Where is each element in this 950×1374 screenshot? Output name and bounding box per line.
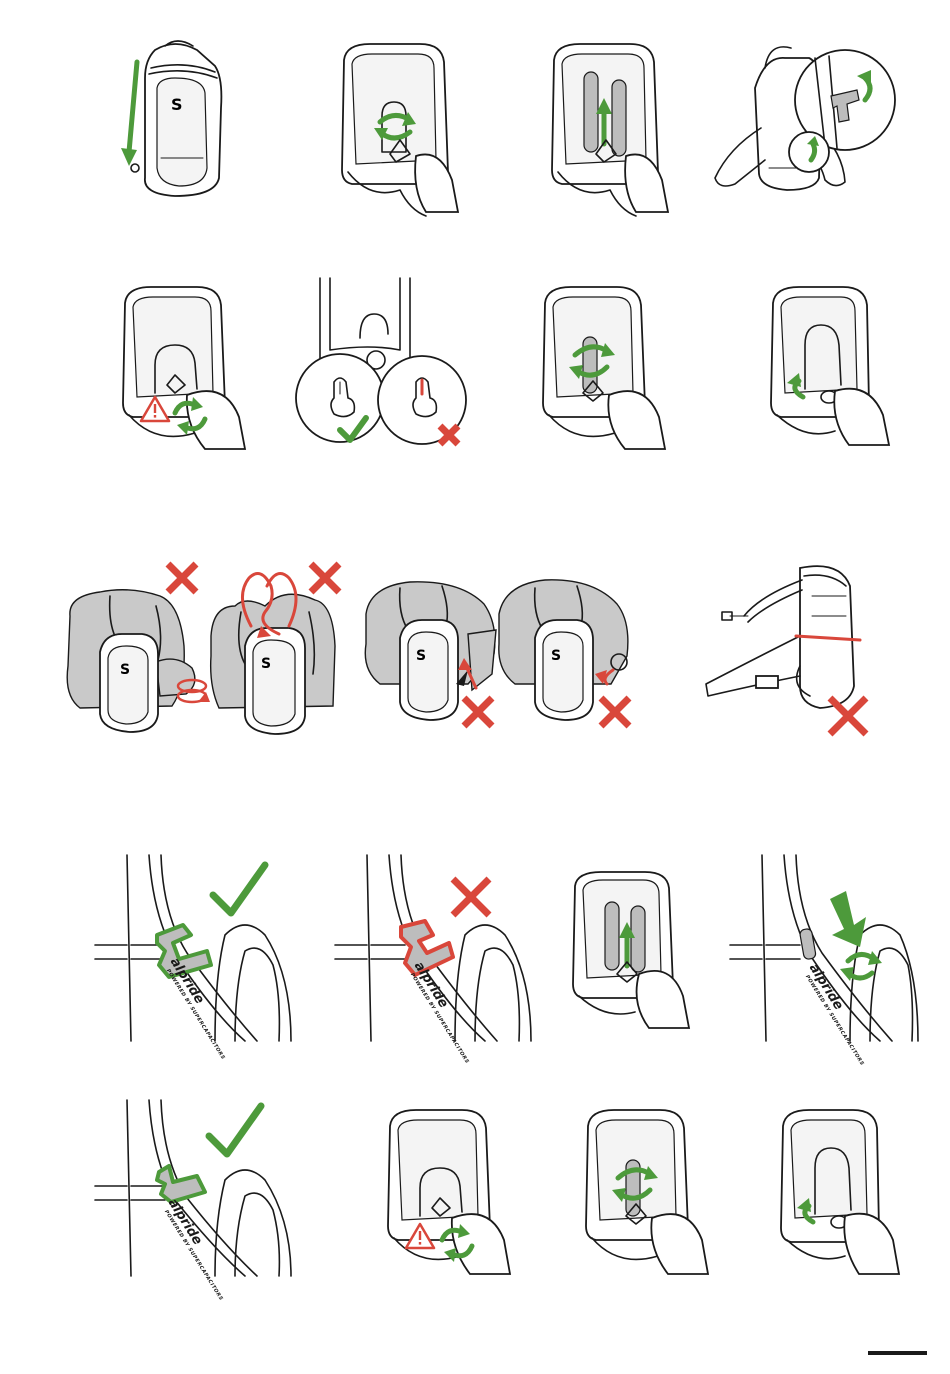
step-verify-lock-alignment [290, 278, 470, 448]
step-close-trigger-flap [765, 285, 895, 445]
step-wrong-handle-position: alpride POWERED BY SUPERCAPACITORS [335, 855, 535, 1045]
step-correct-handle-stowed: alpride POWERED BY SUPERCAPACITORS [95, 855, 295, 1045]
svg-text:S: S [171, 95, 183, 114]
step-close-backpack-zip: S [115, 38, 235, 198]
step-wrong-twisted-cover: S [60, 556, 210, 741]
step-stow-handle: alpride POWERED BY SUPERCAPACITORS [730, 855, 920, 1045]
step-wrong-tied-cover: S [205, 556, 365, 741]
step-rotate-handle-lock [535, 285, 670, 450]
page-footer-bar [868, 1351, 927, 1355]
step-pull-up-handle [540, 40, 670, 210]
step-wrong-strap-position [700, 556, 885, 746]
step-correct-handle-final: alpride POWERED BY SUPERCAPACITORS [95, 1100, 295, 1280]
svg-text:S: S [120, 662, 130, 678]
step-wrong-stuffed-cover: S [495, 574, 645, 734]
step-lock-handle-warning [115, 285, 250, 450]
svg-text:S: S [551, 648, 561, 664]
step-check-trigger-position [705, 28, 905, 198]
step-pull-handle-again [565, 870, 695, 1030]
svg-text:S: S [416, 648, 426, 664]
step-lock-handle-warning-final [380, 1108, 515, 1276]
svg-text:S: S [261, 656, 271, 672]
step-close-trigger-flap-final [775, 1108, 910, 1276]
step-rotate-handle-final [578, 1108, 713, 1276]
step-wrong-folded-cover: S [360, 574, 500, 734]
step-rotate-handle [330, 40, 460, 210]
